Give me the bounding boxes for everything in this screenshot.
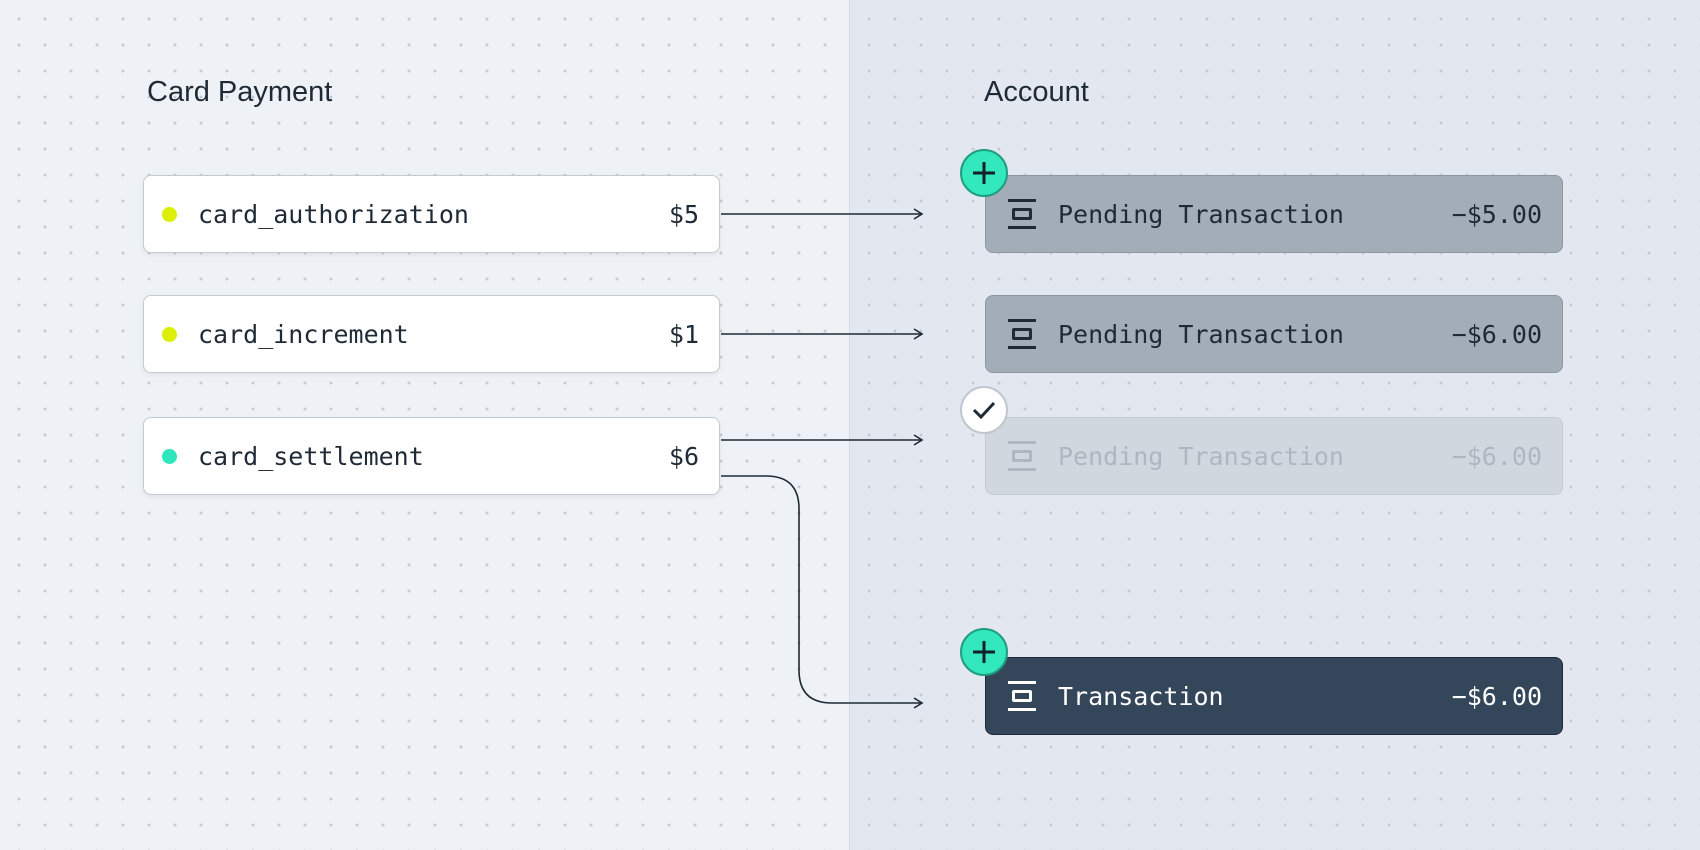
transaction-icon (1008, 319, 1036, 349)
event-name: card_authorization (198, 199, 469, 229)
entry-label: Pending Transaction (1058, 199, 1344, 229)
entry-label: Pending Transaction (1058, 319, 1344, 349)
account-entry-transaction[interactable]: Transaction −$6.00 (985, 657, 1563, 735)
entry-label: Transaction (1058, 681, 1224, 711)
entry-amount: −$6.00 (1451, 319, 1542, 349)
entry-amount: −$6.00 (1451, 441, 1542, 471)
event-name: card_settlement (198, 441, 424, 471)
account-title: Account (984, 76, 1089, 108)
event-card-authorization[interactable]: card_authorization $5 (143, 175, 720, 253)
transaction-icon (1008, 681, 1036, 711)
plus-icon (960, 149, 1008, 197)
arrow-settlement-transaction (721, 475, 924, 709)
entry-amount: −$6.00 (1451, 681, 1542, 711)
check-icon (960, 386, 1008, 434)
event-amount: $5 (668, 199, 699, 229)
event-card-settlement[interactable]: card_settlement $6 (143, 417, 720, 495)
event-card-increment[interactable]: card_increment $1 (143, 295, 720, 373)
status-dot (162, 326, 177, 342)
entry-label: Pending Transaction (1058, 441, 1344, 471)
status-dot (162, 206, 177, 222)
event-name: card_increment (198, 319, 409, 349)
transaction-icon (1008, 199, 1036, 229)
event-amount: $1 (668, 319, 699, 349)
account-entry-pending-3[interactable]: Pending Transaction −$6.00 (985, 417, 1563, 495)
account-entry-pending-1[interactable]: Pending Transaction −$5.00 (985, 175, 1563, 253)
entry-amount: −$5.00 (1451, 199, 1542, 229)
account-entry-pending-2[interactable]: Pending Transaction −$6.00 (985, 295, 1563, 373)
event-amount: $6 (668, 441, 699, 471)
card-payment-title: Card Payment (147, 76, 333, 108)
transaction-icon (1008, 441, 1036, 471)
status-dot (162, 448, 177, 464)
plus-icon (960, 628, 1008, 676)
